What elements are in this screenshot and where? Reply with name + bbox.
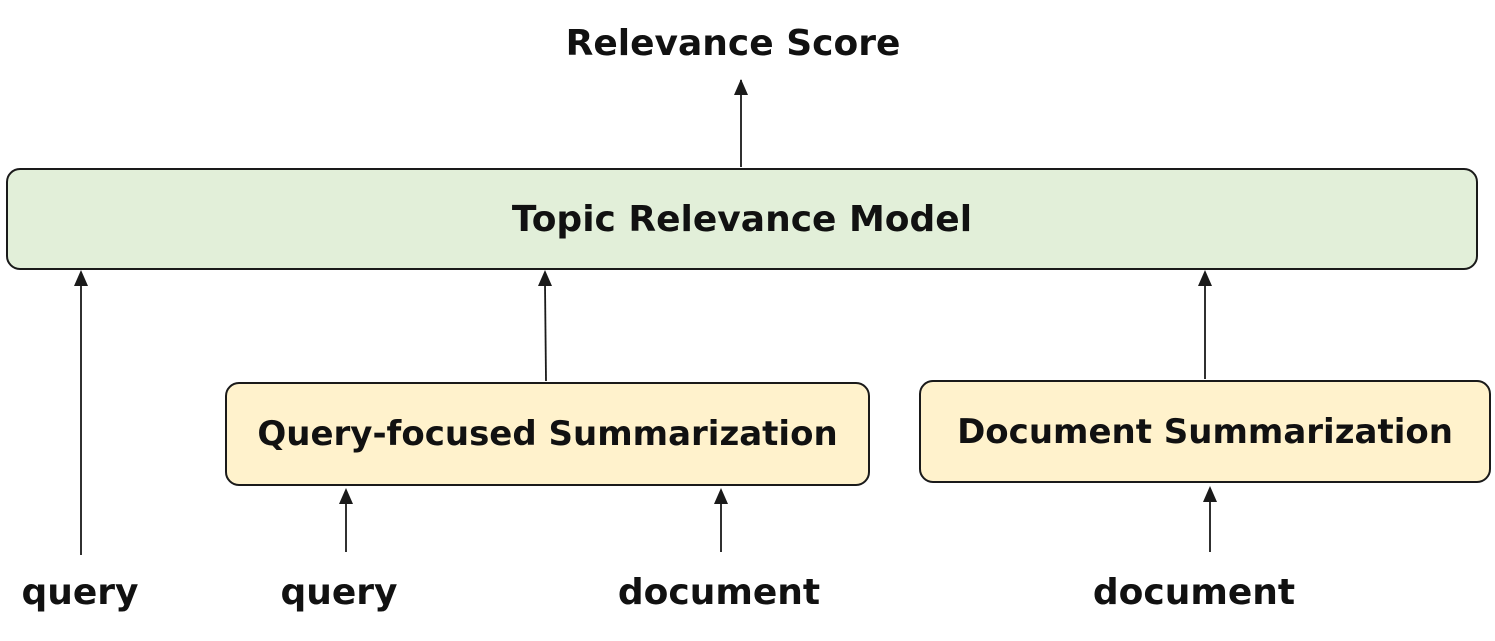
arrowhead-docsum-model [1198, 270, 1212, 286]
document-summarization-label: Document Summarization [957, 411, 1453, 452]
topic-relevance-model-box: Topic Relevance Model [6, 168, 1478, 270]
arrowhead-document-docsum [1203, 486, 1217, 502]
input-document-qfs: document [617, 572, 821, 613]
query-focused-summarization-label: Query-focused Summarization [257, 414, 838, 454]
topic-relevance-model-label: Topic Relevance Model [511, 198, 973, 240]
arrowhead-document-qfs [714, 488, 728, 504]
input-query-direct: query [21, 572, 139, 613]
arrowhead-query-model [74, 270, 88, 286]
query-focused-summarization-box: Query-focused Summarization [225, 382, 870, 486]
arrowhead-query-qfs [339, 488, 353, 504]
arrowhead-score [734, 79, 748, 95]
document-summarization-box: Document Summarization [919, 380, 1491, 483]
input-query-qfs: query [280, 572, 398, 613]
input-document-docsum: document [1092, 572, 1296, 613]
arrowhead-qfs-model [538, 270, 552, 286]
arrow-qfs-to-model [544, 283, 547, 382]
relevance-score-label: Relevance Score [565, 23, 901, 64]
